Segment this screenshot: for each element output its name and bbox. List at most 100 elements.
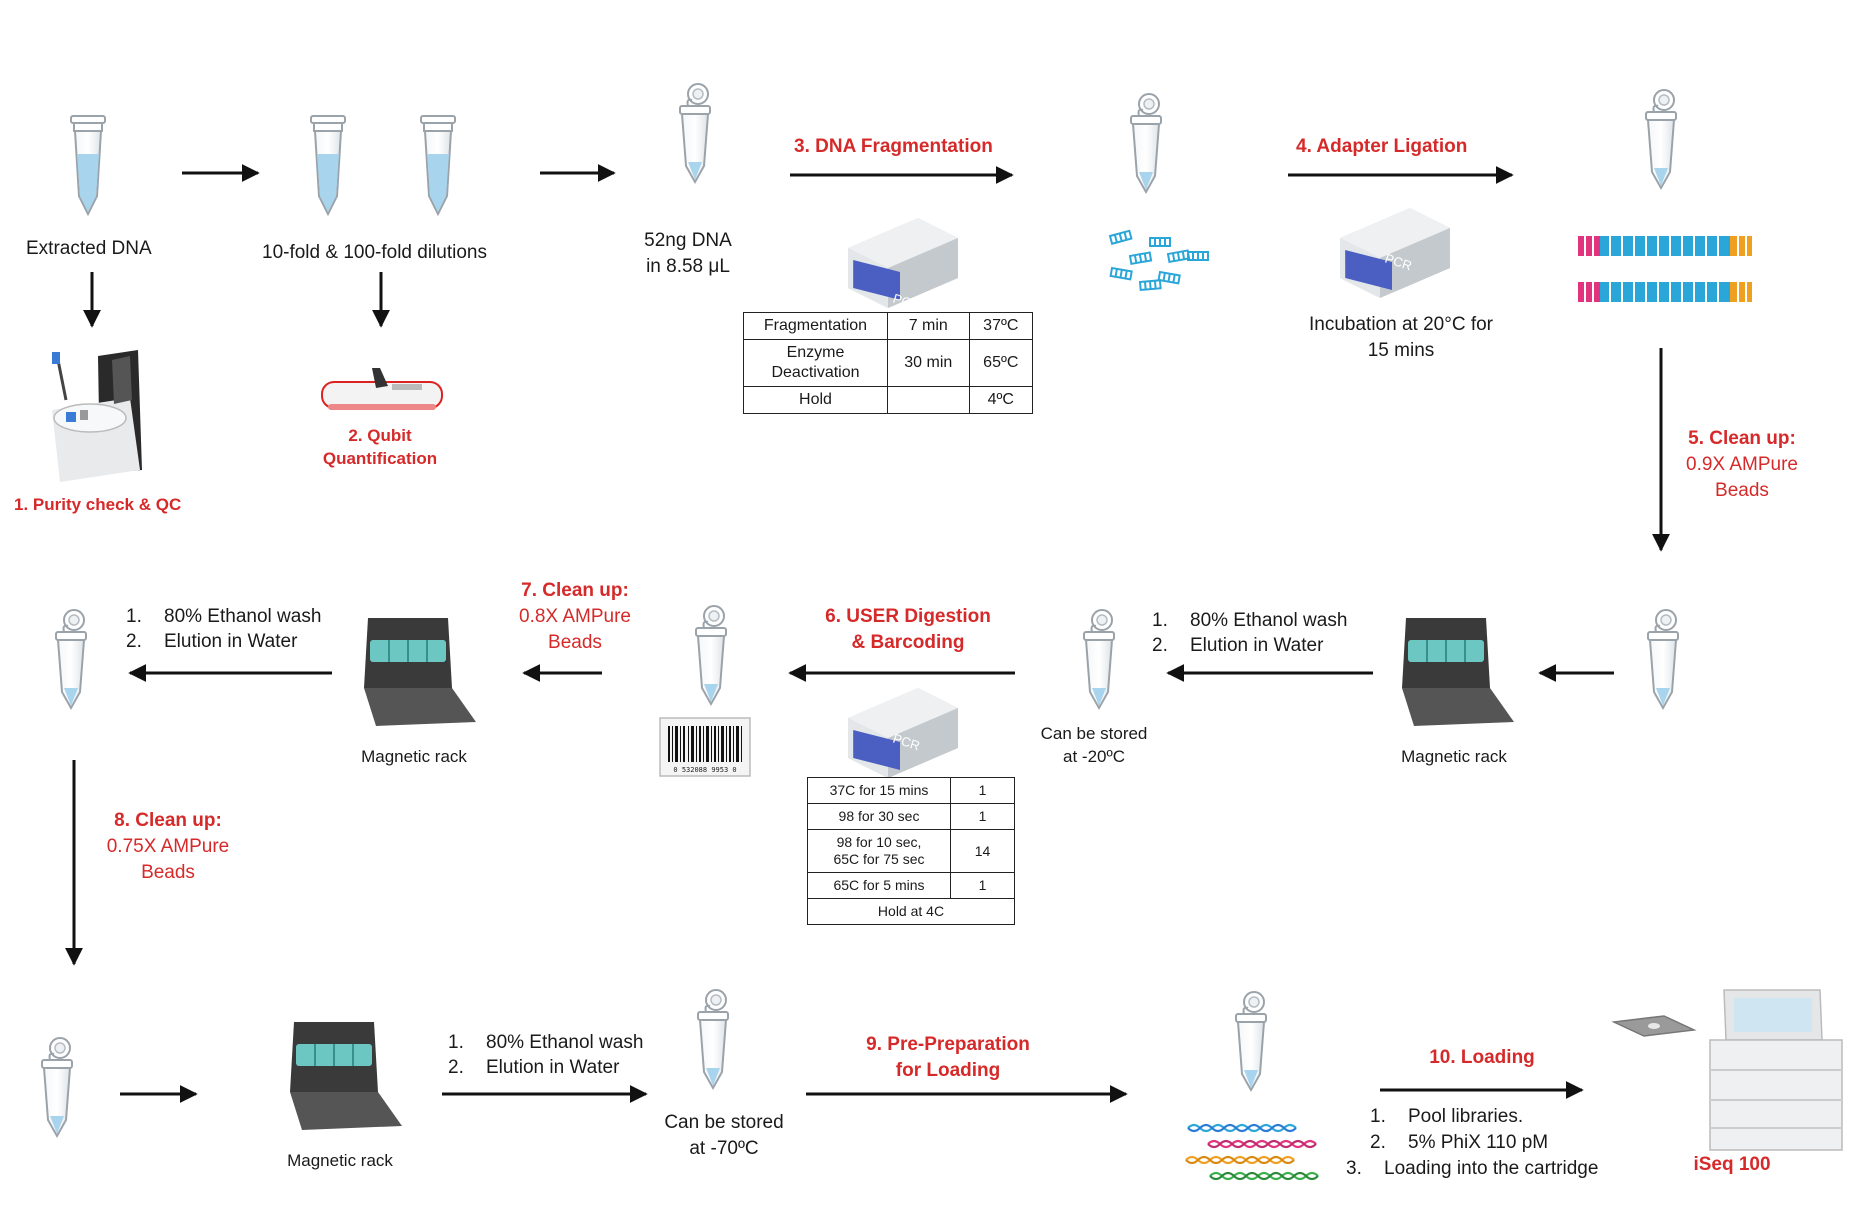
cell-line1: Enzyme	[786, 344, 845, 361]
magnetic-rack-label-2: Magnetic rack	[1401, 747, 1507, 766]
wash-list-1: 1.80% Ethanol wash 2.Elution in Water	[126, 604, 321, 654]
table-row: Fragmentation 7 min 37ºC	[743, 312, 1034, 340]
table-cell: Hold at 4C	[807, 898, 1015, 925]
list-item: Loading into the cartridge	[1384, 1158, 1599, 1179]
dna-amount-label: 52ng DNA in 8.58 μL	[644, 228, 732, 280]
list-item: 80% Ethanol wash	[486, 1032, 644, 1053]
table-row: 37C for 15 mins 1	[807, 777, 1015, 804]
list-item: Elution in Water	[486, 1057, 620, 1078]
dna-amount-line1: 52ng DNA	[644, 230, 732, 251]
wash-list-3: 1.80% Ethanol wash 2.Elution in Water	[448, 1030, 643, 1080]
list-num: 2.	[126, 631, 142, 652]
row2-tube-1-icon	[55, 609, 87, 709]
magnetic-rack-3-icon	[289, 1021, 403, 1131]
list-num: 3.	[1346, 1158, 1362, 1179]
table-row: 65C for 5 mins 1	[807, 872, 1015, 899]
list-item: 80% Ethanol wash	[164, 606, 322, 627]
loading-list: 1. Pool libraries. 2. 5% PhiX 110 pM 3. Loa…	[1346, 1104, 1598, 1182]
row2-tube-2-icon	[1083, 609, 1115, 709]
iseq-100-label: iSeq 100	[1693, 1154, 1771, 1175]
table-cell	[886, 386, 970, 414]
cartridge-icon	[1611, 1015, 1697, 1037]
magnetic-rack-label-1: Magnetic rack	[361, 747, 467, 766]
extracted-dna-tube-icon	[70, 115, 106, 215]
step-8-line3: Beads	[141, 862, 195, 883]
step-9-line1: 9. Pre-Preparation	[866, 1034, 1030, 1055]
table-cell: 1	[950, 777, 1015, 804]
storage-minus70-label: Can be stored at -70ºC	[664, 1110, 783, 1162]
list-num: 1.	[448, 1032, 464, 1053]
extracted-dna-label: Extracted DNA	[26, 238, 152, 259]
step-8-title: 8. Clean up:	[114, 810, 222, 831]
dna-tube-icon	[679, 83, 711, 183]
dilutions-label: 10-fold & 100-fold dilutions	[262, 242, 487, 263]
list-item: Pool libraries.	[1408, 1106, 1524, 1127]
table-cell: 4ºC	[968, 386, 1034, 414]
table-cell: Hold	[743, 386, 888, 414]
row2-tube-3-icon	[1647, 609, 1679, 709]
step-7-title: 7. Clean up:	[521, 580, 629, 601]
list-item: 5% PhiX 110 pM	[1408, 1132, 1549, 1153]
step-2-line1: 2. Qubit	[348, 426, 412, 445]
table-cell: Fragmentation	[743, 312, 888, 340]
step-5-line3: Beads	[1715, 480, 1769, 501]
dilution-tube-2-icon	[420, 115, 456, 215]
storage-line2: at -70ºC	[689, 1138, 759, 1159]
cell-line2: 65C for 75 sec	[833, 851, 925, 867]
table-cell: 37C for 15 mins	[807, 777, 951, 804]
wash-list-2: 1.80% Ethanol wash 2.Elution in Water	[1152, 608, 1347, 658]
table-cell: 7 min	[886, 312, 970, 340]
cell-line2: Deactivation	[771, 364, 860, 381]
table-cell: 37ºC	[968, 312, 1034, 340]
row3-tube-2-icon	[697, 989, 729, 1089]
table-cell: 98 for 30 sec	[807, 803, 951, 830]
row3-tube-1-icon	[41, 1037, 73, 1137]
library-strands-icon	[1185, 1123, 1319, 1181]
table-row: Hold at 4C	[807, 898, 1015, 925]
list-item: Elution in Water	[164, 631, 298, 652]
step-10-loading: 10. Loading	[1429, 1047, 1535, 1068]
magnetic-rack-label-3: Magnetic rack	[287, 1151, 393, 1170]
step-7-clean-up: 7. Clean up: 0.8X AMPure Beads	[519, 578, 631, 656]
step-9-pre-preparation: 9. Pre-Preparation for Loading	[866, 1032, 1030, 1084]
storage-line1: Can be stored	[1040, 724, 1148, 743]
barcode-digits: 0 532088 9953 0	[673, 766, 736, 774]
magnetic-rack-1-icon	[363, 617, 477, 727]
barcode-icon: 0 532088 9953 0	[659, 717, 751, 777]
cell-line1: 98 for 10 sec,	[836, 834, 922, 850]
list-item: Elution in Water	[1190, 635, 1324, 656]
table-row: 98 for 10 sec,65C for 75 sec 14	[807, 829, 1015, 873]
step-2-line2: Quantification	[322, 449, 438, 468]
step-2-qubit-quantification: 2. Qubit Quantification	[323, 424, 437, 470]
adapter-ligated-dna-icon	[1578, 236, 1752, 302]
magnetic-rack-2-icon	[1401, 617, 1515, 727]
list-num: 2.	[1370, 1132, 1386, 1153]
storage-minus20-label: Can be stored at -20ºC	[1041, 722, 1148, 768]
step-5-line2: 0.9X AMPure	[1686, 454, 1798, 475]
step-5-clean-up: 5. Clean up: 0.9X AMPure Beads	[1686, 426, 1798, 504]
ligated-tube-icon	[1645, 89, 1677, 189]
step-7-line3: Beads	[548, 632, 602, 653]
dilution-tube-1-icon	[310, 115, 346, 215]
table-cell: 65ºC	[968, 339, 1034, 387]
list-num: 1.	[1370, 1106, 1386, 1127]
table-cell: 98 for 10 sec,65C for 75 sec	[807, 829, 951, 873]
list-item: 80% Ethanol wash	[1190, 610, 1348, 631]
barcoding-table: 37C for 15 mins 1 98 for 30 sec 1 98 for…	[807, 777, 1015, 925]
dna-amount-line2: in 8.58 μL	[646, 256, 730, 277]
spectrophotometer-icon	[52, 350, 142, 482]
final-library-tube-icon	[1235, 991, 1267, 1091]
table-row: Hold 4ºC	[743, 386, 1034, 414]
incubation-label: Incubation at 20°C for 15 mins	[1309, 312, 1493, 364]
barcoded-tube-icon	[695, 605, 727, 705]
step-3-dna-fragmentation: 3. DNA Fragmentation	[794, 136, 993, 157]
table-cell: 1	[950, 803, 1015, 830]
list-num: 2.	[1152, 635, 1168, 656]
step-9-line2: for Loading	[895, 1060, 1001, 1081]
dna-fragments-icon	[1108, 229, 1209, 292]
step-8-line2: 0.75X AMPure	[106, 836, 230, 857]
table-cell: 65C for 5 mins	[807, 872, 951, 899]
